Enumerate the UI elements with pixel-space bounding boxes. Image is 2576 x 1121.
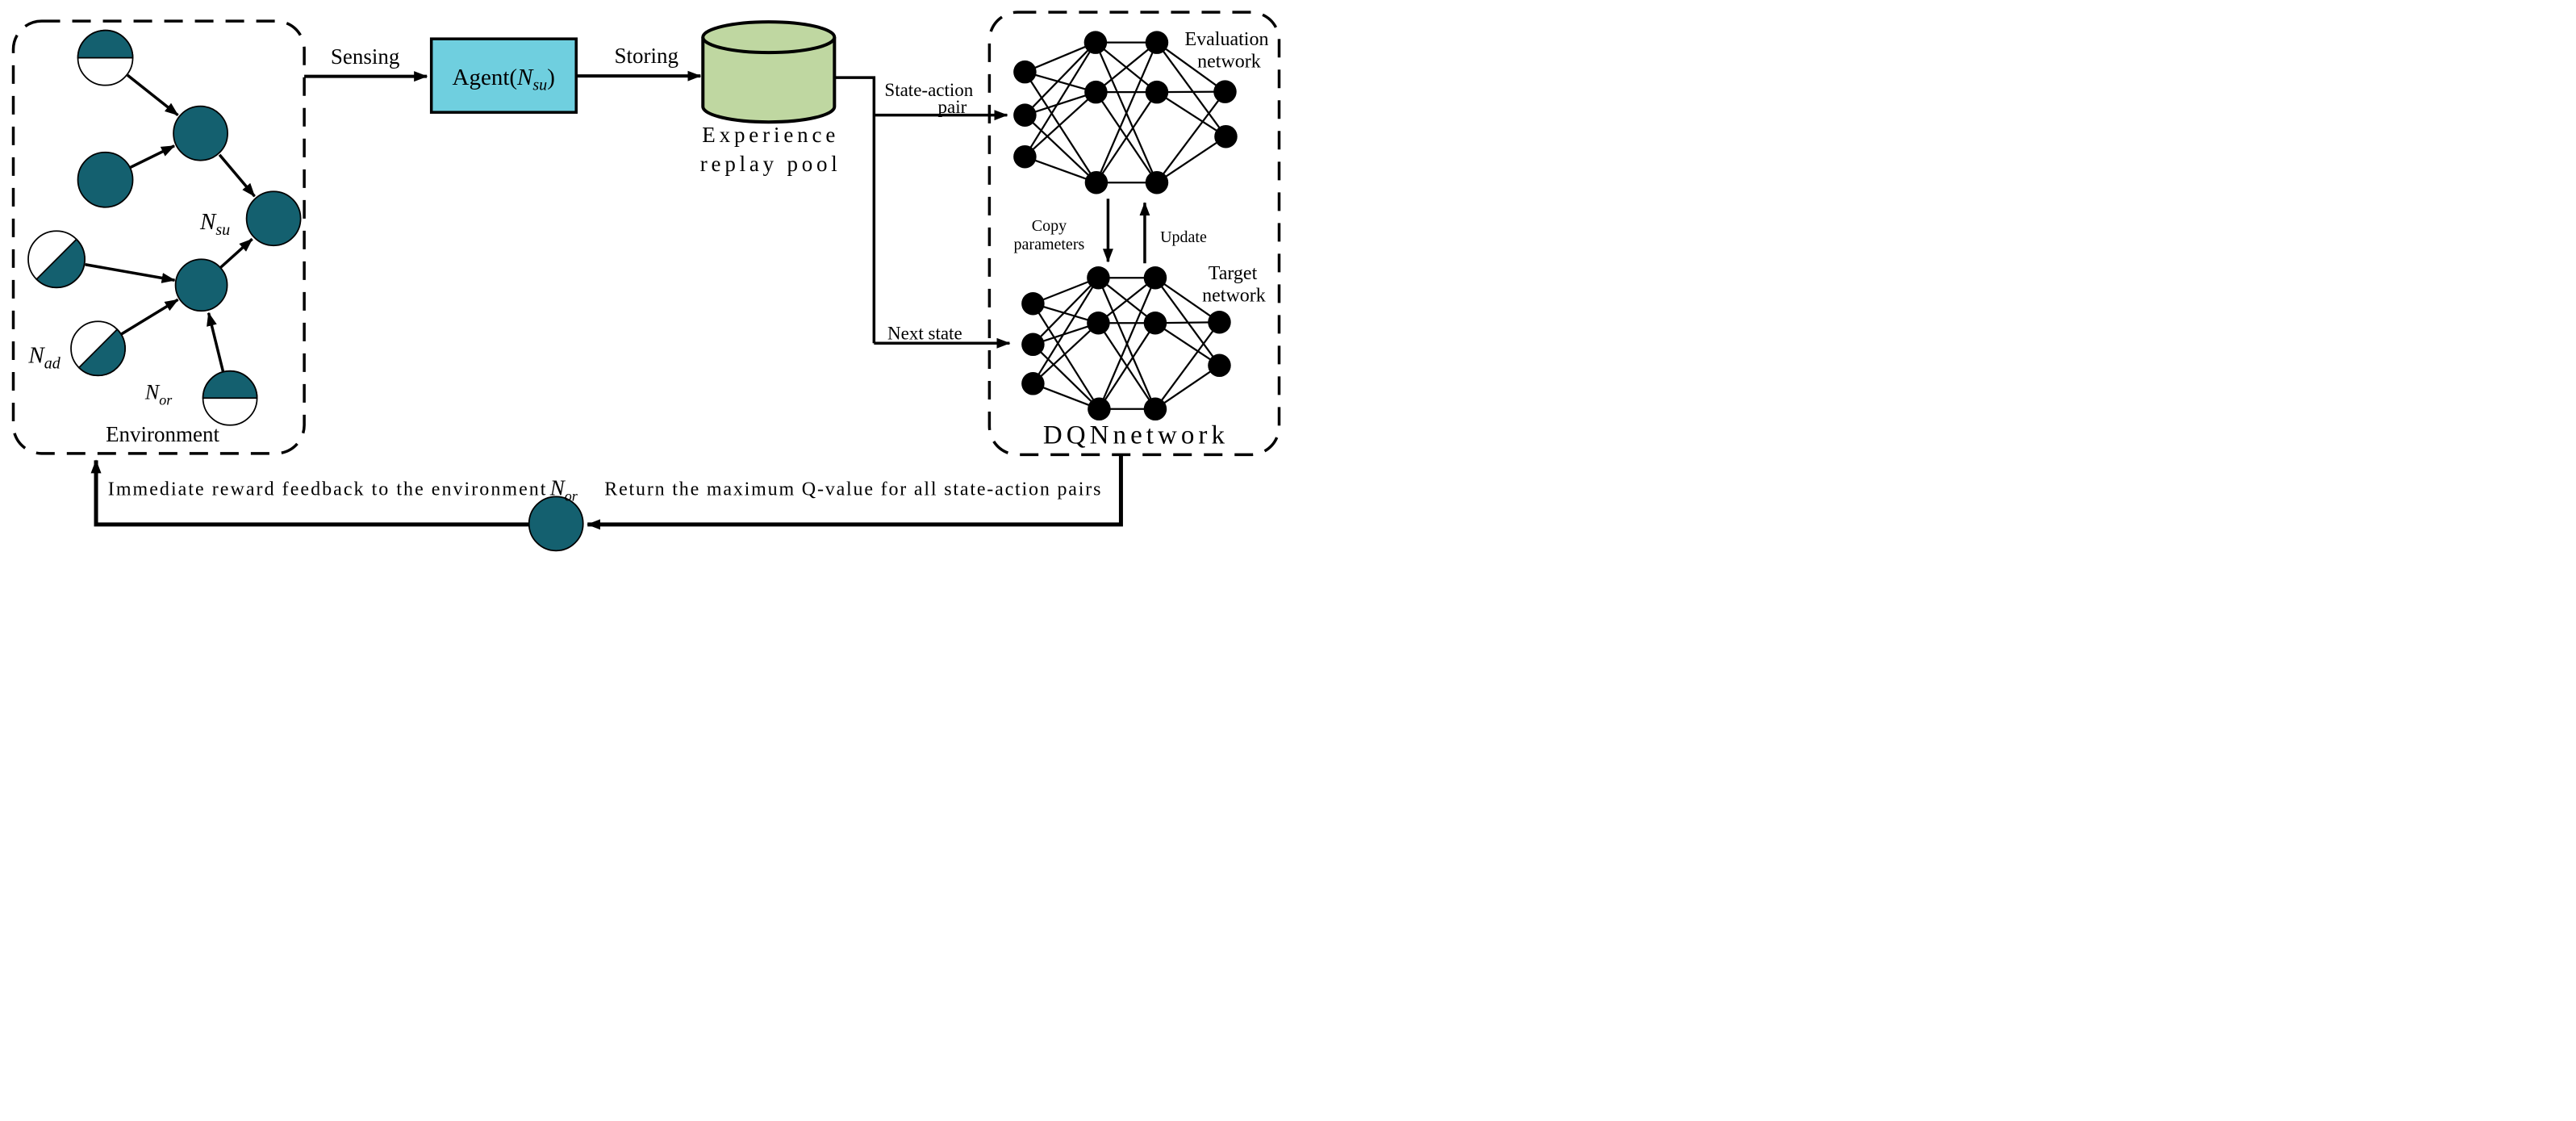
network-edge bbox=[1024, 42, 1096, 157]
neuron-node bbox=[1013, 103, 1037, 127]
environment-node-graph bbox=[27, 29, 302, 426]
neuron-node bbox=[1013, 144, 1037, 169]
network-edge bbox=[1032, 277, 1099, 305]
network-edge bbox=[1095, 42, 1158, 183]
network-edge bbox=[1032, 343, 1100, 410]
evaluation-network-label-line2: network bbox=[1197, 52, 1261, 73]
state-action-label-line2: pair bbox=[937, 97, 967, 117]
network-edge bbox=[1032, 277, 1100, 345]
experience-replay-cylinder bbox=[701, 20, 837, 124]
neuron-node bbox=[1021, 372, 1045, 395]
nor-feedback-node bbox=[528, 496, 584, 552]
network-edge bbox=[1154, 277, 1221, 324]
neuron-node bbox=[1088, 397, 1111, 421]
network-edge bbox=[1098, 322, 1156, 410]
environment-label: Environment bbox=[106, 422, 219, 446]
neuron-node bbox=[1214, 124, 1238, 148]
network-edge bbox=[1156, 91, 1226, 183]
storing-label: Storing bbox=[614, 44, 678, 68]
network-edge bbox=[1154, 321, 1221, 410]
state-action-label-line1: State-action bbox=[884, 80, 973, 100]
environment-box bbox=[11, 19, 306, 455]
hub-node bbox=[174, 258, 228, 312]
nor-label: Nor bbox=[144, 380, 173, 408]
environment-edges bbox=[85, 73, 256, 373]
network-edge bbox=[1024, 41, 1096, 116]
dqn-architecture-diagram: Nsu Nad Nor Environment Sensing Agent(Ns… bbox=[0, 0, 1288, 561]
return-qvalue-label: Return the maximum Q-value for all state… bbox=[604, 479, 1100, 500]
neuron-node bbox=[1021, 292, 1045, 316]
neuron-node bbox=[1084, 80, 1108, 104]
neuron-node bbox=[1145, 170, 1169, 195]
network-edge bbox=[1032, 322, 1100, 385]
network-edge bbox=[1098, 277, 1156, 410]
source-node bbox=[77, 151, 134, 208]
target-network-label-line1: Target bbox=[1209, 263, 1258, 284]
adversary-node-half bbox=[27, 230, 86, 289]
network-edge bbox=[1032, 383, 1100, 410]
evaluation-network-graph bbox=[1013, 31, 1238, 195]
nsu-node bbox=[245, 190, 302, 247]
diagram-canvas: Nsu Nad Nor Environment Sensing Agent(Ns… bbox=[11, 10, 1281, 552]
replay-pool-label-line1: Experience bbox=[702, 123, 835, 147]
nad-node-half bbox=[70, 320, 126, 377]
nsu-label: Nsu bbox=[199, 209, 230, 239]
update-label: Update bbox=[1160, 228, 1207, 246]
reward-feedback-line bbox=[90, 459, 529, 527]
neuron-node bbox=[1087, 266, 1110, 290]
agent-box bbox=[429, 37, 578, 114]
nad-label: Nad bbox=[27, 342, 61, 372]
network-edge bbox=[1156, 136, 1227, 184]
sensing-node-half bbox=[77, 29, 134, 86]
network-edge bbox=[1154, 364, 1221, 410]
immediate-reward-label: Immediate reward feedback to the environ… bbox=[108, 479, 546, 500]
network-edge bbox=[1156, 91, 1227, 138]
nor-node-half bbox=[202, 370, 258, 426]
network-edge bbox=[1024, 114, 1097, 184]
network-edge bbox=[1024, 91, 1097, 158]
network-edge bbox=[1095, 91, 1158, 183]
neuron-node bbox=[1145, 31, 1169, 54]
network-edge bbox=[1025, 156, 1097, 184]
neuron-node bbox=[1143, 266, 1167, 290]
copy-parameters-label-line1: Copy bbox=[1032, 217, 1067, 235]
qvalue-return-line bbox=[587, 454, 1123, 530]
neuron-node bbox=[1208, 353, 1231, 378]
agent-label: Agent(Nsu) bbox=[453, 65, 555, 94]
neuron-node bbox=[1087, 312, 1110, 335]
network-edge bbox=[1095, 41, 1158, 94]
network-edge bbox=[1024, 71, 1097, 183]
neuron-node bbox=[1143, 397, 1167, 421]
copy-parameters-label-line2: parameters bbox=[1014, 236, 1085, 253]
dqn-network-label: DQNnetwork bbox=[1043, 420, 1225, 450]
network-edge bbox=[1156, 41, 1226, 93]
replay-pool-label-line2: replay pool bbox=[700, 152, 837, 176]
network-edge bbox=[1032, 303, 1100, 410]
network-edge bbox=[1154, 322, 1221, 366]
target-network-graph bbox=[1021, 266, 1231, 421]
network-edge bbox=[1032, 277, 1100, 384]
pool-output-trunk bbox=[834, 76, 876, 344]
neuron-node bbox=[1213, 80, 1237, 103]
neuron-node bbox=[1021, 333, 1045, 357]
network-edge bbox=[1097, 277, 1156, 324]
network-edge bbox=[1024, 41, 1096, 73]
evaluation-network-label-line1: Evaluation bbox=[1184, 29, 1268, 50]
neuron-node bbox=[1145, 80, 1169, 104]
neuron-node bbox=[1208, 311, 1231, 334]
dqn-box bbox=[987, 10, 1281, 457]
network-edge bbox=[1156, 41, 1227, 137]
neuron-node bbox=[1084, 170, 1108, 195]
next-state-label: Next state bbox=[887, 323, 962, 343]
network-edge bbox=[1025, 91, 1096, 116]
neuron-node bbox=[1013, 60, 1037, 84]
neuron-node bbox=[1083, 31, 1108, 54]
relay-node bbox=[173, 105, 228, 161]
network-edge bbox=[1025, 71, 1096, 94]
target-network-label-line2: network bbox=[1202, 285, 1266, 306]
network-edge bbox=[1154, 277, 1221, 366]
nor-feedback-label: Nor bbox=[549, 475, 578, 504]
sensing-label: Sensing bbox=[331, 44, 400, 69]
neuron-node bbox=[1143, 312, 1167, 335]
